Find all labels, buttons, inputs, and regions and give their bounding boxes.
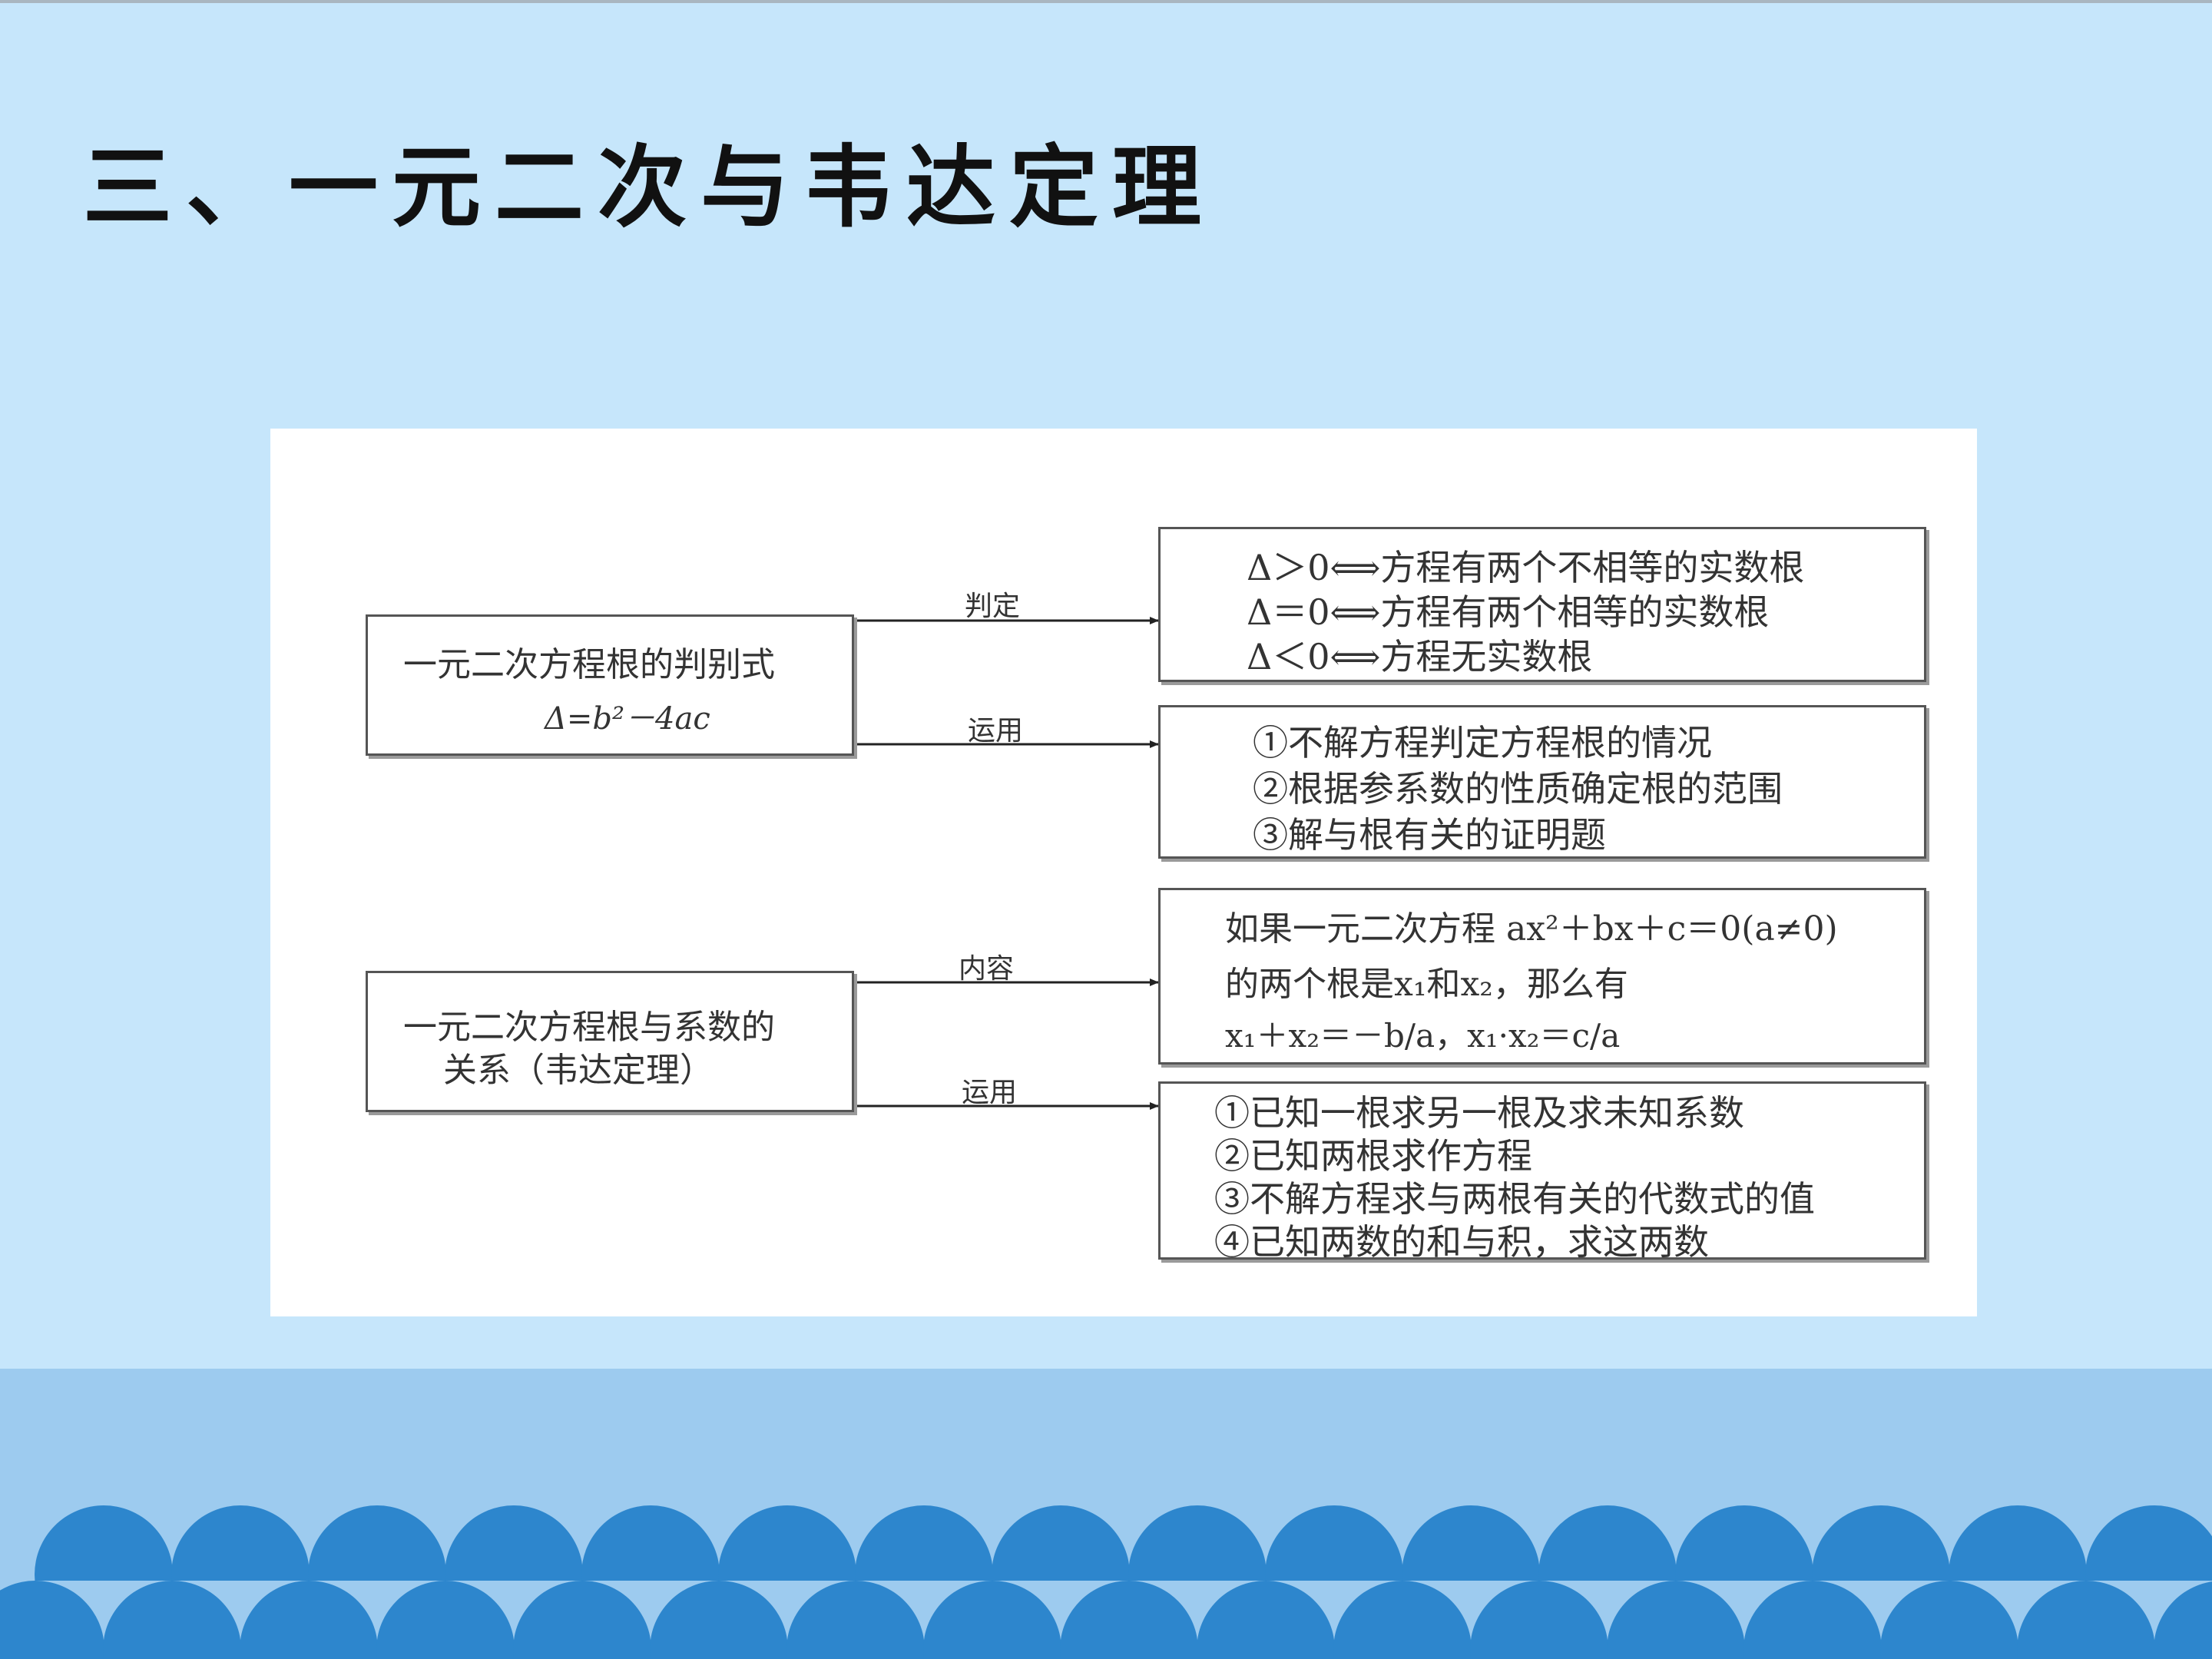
vieta-content-line-3: x₁＋x₂＝－b/a，x₁·x₂＝c/a	[1225, 1017, 1621, 1055]
discriminant-uses-box: ①不解方程判定方程根的情况 ②根据参系数的性质确定根的范围 ③解与根有关的证明题	[1158, 705, 1926, 859]
arrow-label-judge: 判定	[965, 591, 1021, 622]
case-equal: Δ＝0⟺方程有两个相等的实数根	[1247, 591, 1770, 633]
bottom-band	[0, 1369, 2212, 1659]
vieta-title: 一元二次方程根与系数的	[403, 1008, 775, 1047]
use-item-3: ③解与根有关的证明题	[1253, 814, 1606, 856]
vieta-subtitle: 关系（韦达定理）	[443, 1051, 714, 1090]
top-border-line	[0, 0, 2212, 3]
vieta-content-box: 如果一元二次方程 ax²＋bx＋c＝0(a≠0) 的两个根是x₁和x₂，那么有 …	[1158, 888, 1926, 1065]
vieta-box: 一元二次方程根与系数的 关系（韦达定理）	[366, 971, 854, 1112]
vieta-use-2: ②已知两根求作方程	[1214, 1135, 1532, 1177]
arrow-label-apply-2: 运用	[962, 1077, 1018, 1108]
slide-title: 三、一元二次与韦达定理	[83, 135, 1215, 240]
vieta-use-3: ③不解方程求与两根有关的代数式的值	[1214, 1178, 1815, 1220]
use-item-1: ①不解方程判定方程根的情况	[1253, 722, 1712, 763]
case-less: Δ＜0⟺方程无实数根	[1247, 636, 1593, 677]
connector-arrows	[854, 617, 1159, 1110]
vieta-content-line-1: 如果一元二次方程 ax²＋bx＋c＝0(a≠0)	[1225, 909, 1838, 949]
vieta-use-1: ①已知一根求另一根及求未知系数	[1214, 1092, 1744, 1134]
vieta-uses-box: ①已知一根求另一根及求未知系数 ②已知两根求作方程 ③不解方程求与两根有关的代数…	[1158, 1081, 1926, 1263]
discriminant-cases-box: Δ＞0⟺方程有两个不相等的实数根 Δ＝0⟺方程有两个相等的实数根 Δ＜0⟺方程无…	[1158, 527, 1926, 682]
discriminant-formula: Δ=b²－4ac	[545, 701, 710, 737]
discriminant-box: 一元二次方程根的判别式 Δ=b²－4ac	[366, 614, 854, 756]
arrow-label-apply-1: 运用	[968, 715, 1024, 747]
vieta-content-line-2: 的两个根是x₁和x₂，那么有	[1225, 965, 1628, 1004]
vieta-use-4: ④已知两数的和与积，求这两数	[1214, 1221, 1709, 1263]
use-item-2: ②根据参系数的性质确定根的范围	[1253, 768, 1783, 810]
arrow-label-content: 内容	[959, 953, 1015, 985]
discriminant-title: 一元二次方程根的判别式	[403, 645, 775, 684]
diagram-panel: 一元二次方程根的判别式 Δ=b²－4ac 一元二次方程根与系数的 关系（韦达定理…	[270, 429, 1977, 1316]
case-greater: Δ＞0⟺方程有两个不相等的实数根	[1247, 547, 1805, 588]
